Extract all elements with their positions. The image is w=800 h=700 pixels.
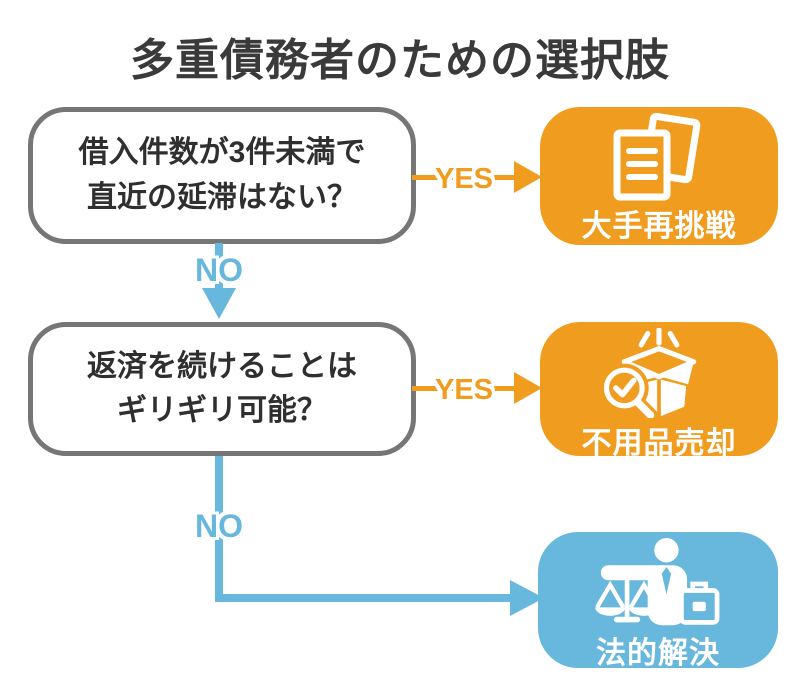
question2-line2: ギリギリ可能？: [117, 394, 327, 427]
result1-icon-wrap: [603, 107, 715, 201]
result-box-legal-solution: 法的解決: [538, 532, 778, 670]
no2-connector-hline: [215, 594, 515, 602]
yes1-connector-line: [412, 175, 520, 180]
result2-label: 不用品売却: [581, 427, 737, 460]
result2-icon-wrap: [584, 322, 734, 418]
yes2-label: YES: [434, 374, 494, 406]
justice-scales-icon: [595, 538, 720, 626]
no1-connector-line: [215, 243, 223, 290]
yes2-arrowhead-icon: [514, 372, 542, 404]
yes1-label: YES: [434, 163, 494, 195]
question1-line2: 直近の延滞はない？: [87, 180, 357, 214]
box-search-icon: [599, 328, 697, 418]
no1-label: NO: [195, 252, 243, 288]
page-title: 多重債務者のための選択肢: [130, 36, 670, 85]
result3-icon-wrap: [583, 532, 733, 628]
result1-label: 大手再挑戦: [581, 210, 737, 243]
question-box-repayment: 返済を続けることは ギリギリ可能？: [28, 322, 416, 456]
question1-line1: 借入件数が3件未満で: [78, 136, 366, 170]
yes1-arrowhead-icon: [514, 161, 542, 193]
question-box-borrowings: 借入件数が3件未満で 直近の延滞はない？: [28, 107, 416, 244]
result3-label: 法的解決: [596, 637, 720, 670]
no2-label: NO: [195, 508, 243, 544]
result-box-major-lender-retry: 大手再挑戦: [540, 107, 778, 245]
question2-line1: 返済を続けることは: [87, 349, 357, 383]
no1-arrowhead-icon: [202, 288, 236, 319]
result-box-sell-unused-items: 不用品売却: [540, 322, 778, 460]
yes2-connector-line: [412, 386, 520, 391]
no2-connector-vline: [215, 456, 223, 602]
documents-icon: [613, 113, 701, 201]
